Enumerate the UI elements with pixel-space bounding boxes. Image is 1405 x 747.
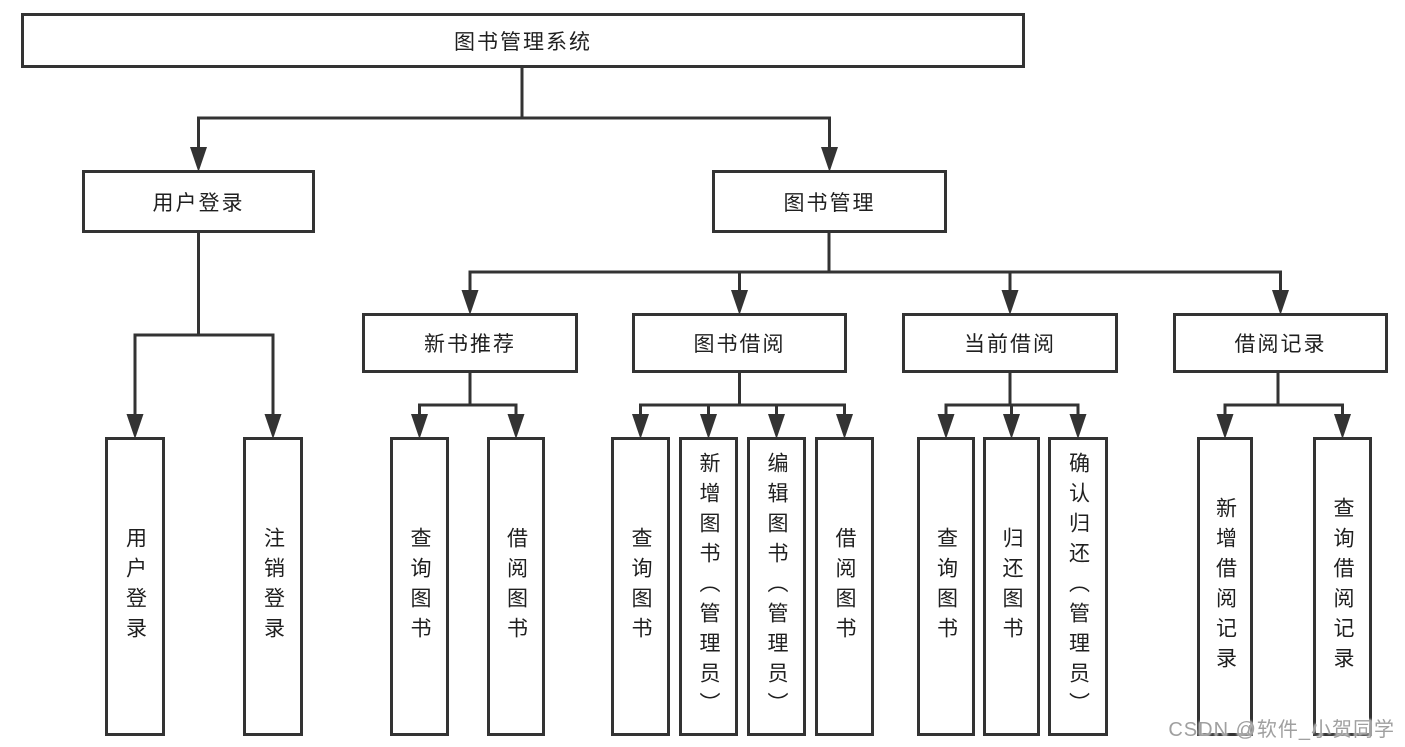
- node-leaf-logout: 注销登录: [243, 437, 303, 736]
- node-current-borrow: 当前借阅: [902, 313, 1118, 373]
- node-leaf-bb-add: 新增图书（管理员）: [679, 437, 738, 736]
- node-leaf-bb-borrow: 借阅图书: [815, 437, 874, 736]
- node-leaf-bb-edit: 编辑图书（管理员）: [747, 437, 806, 736]
- node-root: 图书管理系统: [21, 13, 1025, 68]
- node-book-borrow: 图书借阅: [632, 313, 847, 373]
- node-new-book-rec: 新书推荐: [362, 313, 578, 373]
- node-leaf-br-query: 查询借阅记录: [1313, 437, 1372, 736]
- node-leaf-cb-confirm: 确认归还（管理员）: [1048, 437, 1108, 736]
- node-leaf-login: 用户登录: [105, 437, 165, 736]
- node-leaf-cb-return: 归还图书: [983, 437, 1040, 736]
- node-leaf-bb-query: 查询图书: [611, 437, 670, 736]
- node-leaf-nbr-query: 查询图书: [390, 437, 449, 736]
- node-leaf-nbr-borrow: 借阅图书: [487, 437, 545, 736]
- node-user-login: 用户登录: [82, 170, 315, 233]
- node-borrow-record: 借阅记录: [1173, 313, 1388, 373]
- node-book-mgmt: 图书管理: [712, 170, 947, 233]
- node-leaf-br-add: 新增借阅记录: [1197, 437, 1253, 736]
- node-leaf-cb-query: 查询图书: [917, 437, 975, 736]
